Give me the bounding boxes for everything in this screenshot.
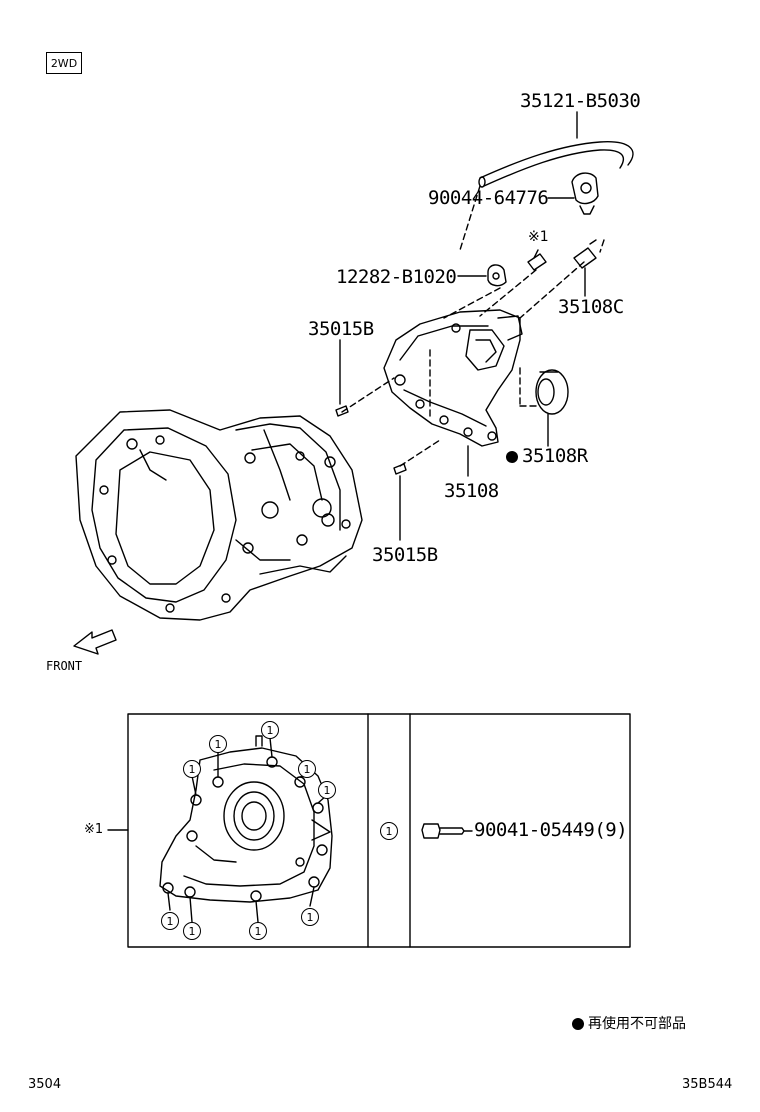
seal-drawing <box>535 369 569 415</box>
bracket-drawing <box>487 264 507 287</box>
legend-dot-icon <box>572 1018 584 1030</box>
label-plug[interactable]: 35108C <box>558 296 624 318</box>
front-label: FRONT <box>46 659 83 673</box>
label-pin-lower[interactable]: 35015B <box>372 544 438 566</box>
label-clamp[interactable]: 90044-64776 <box>428 187 549 209</box>
callout-circle: 1 <box>183 760 201 778</box>
fitting-note1-drawing <box>527 249 547 271</box>
label-bracket[interactable]: 12282-B1020 <box>336 266 457 288</box>
label-bolt[interactable]: 90041-05449(9) <box>474 819 628 841</box>
footer-right-code: 35B544 <box>682 1077 733 1092</box>
callout-circle: 1 <box>209 735 227 753</box>
extension-housing-drawing <box>383 309 523 447</box>
detail-housing-drawing <box>159 735 333 903</box>
hose-drawing <box>478 141 634 188</box>
front-arrow-icon <box>73 629 117 655</box>
callout-circle: 1 <box>161 912 179 930</box>
bolt-key-circle: 1 <box>380 822 398 840</box>
callout-circle: 1 <box>301 908 319 926</box>
detail-ref-mark: ※1 <box>84 822 104 837</box>
callout-circle: 1 <box>298 760 316 778</box>
assembly-lines <box>341 185 605 467</box>
label-extension-housing[interactable]: 35108 <box>444 480 499 502</box>
transmission-case-drawing <box>75 409 363 621</box>
label-seal-text: 35108R <box>522 445 588 467</box>
legend: 再使用不可部品 <box>572 1017 686 1031</box>
bolt-drawing <box>421 823 465 839</box>
legend-text: 再使用不可部品 <box>588 1016 686 1032</box>
plug-drawing <box>573 239 597 269</box>
variant-tag: 2WD <box>46 52 82 74</box>
pin-upper-drawing <box>335 405 349 417</box>
non-reusable-dot-icon <box>506 450 518 463</box>
callout-circle: 1 <box>183 922 201 940</box>
clamp-drawing <box>571 172 599 215</box>
footer-left-code: 3504 <box>28 1077 62 1092</box>
label-note-mark: ※1 <box>528 229 549 245</box>
pin-lower-drawing <box>393 463 407 475</box>
callout-circle: 1 <box>261 721 279 739</box>
label-hose[interactable]: 35121-B5030 <box>520 90 641 112</box>
label-pin-upper[interactable]: 35015B <box>308 318 374 340</box>
label-seal[interactable]: 35108R <box>506 447 588 466</box>
callout-circle: 1 <box>318 781 336 799</box>
callout-circle: 1 <box>249 922 267 940</box>
